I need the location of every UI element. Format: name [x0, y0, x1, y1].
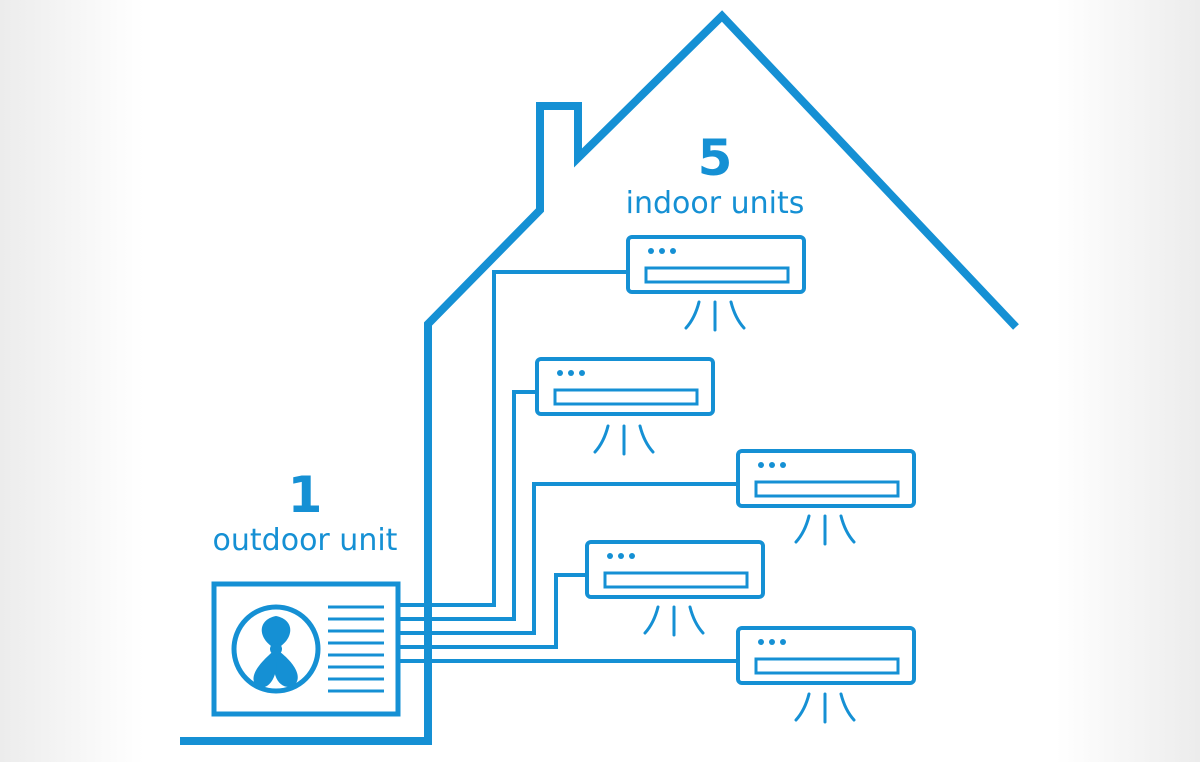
indoor-unit-3: [736, 449, 916, 546]
outdoor-vent-grille: [328, 605, 384, 693]
house-outline: [180, 10, 1019, 745]
fan-guard-ring: [231, 604, 321, 694]
airflow-icon: [643, 605, 705, 637]
indoor-unit-4: [585, 540, 765, 637]
indicator-lights: [648, 248, 676, 254]
refrigerant-pipes: [398, 270, 738, 663]
pipe-to-indoor-unit-2: [398, 390, 537, 621]
airflow-icon: [684, 300, 746, 332]
airflow-icon: [794, 692, 856, 724]
indicator-lights: [758, 462, 786, 468]
indoor-unit-2: [535, 357, 715, 456]
outdoor-unit-label: outdoor unit: [212, 523, 398, 558]
indicator-lights: [758, 639, 786, 645]
indoor-unit-label: indoor units: [625, 186, 805, 221]
indicator-lights: [607, 553, 635, 559]
airflow-icon: [593, 424, 655, 456]
indoor-unit-5: [736, 626, 916, 724]
outdoor-unit: [211, 581, 401, 717]
pipe-to-indoor-unit-3: [398, 482, 738, 635]
outdoor-unit-count: 1: [287, 466, 323, 524]
pipe-to-indoor-unit-4: [398, 573, 587, 649]
indicator-lights: [557, 370, 585, 376]
pipe-to-indoor-unit-1: [398, 270, 628, 607]
fan-icon: [253, 616, 298, 688]
airflow-icon: [794, 514, 856, 546]
indoor-unit-1: [626, 235, 806, 332]
indoor-unit-count: 5: [697, 129, 733, 187]
